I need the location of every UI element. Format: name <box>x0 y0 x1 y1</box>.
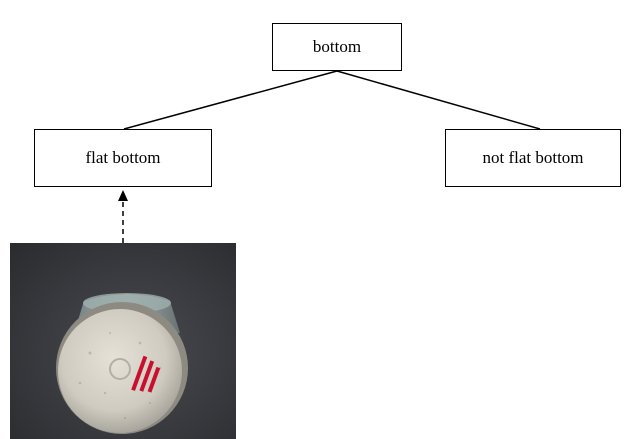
dashed-arrow-head <box>118 190 128 201</box>
edge-root-to-not-flat-bottom <box>336 70 541 130</box>
node-flat-bottom: flat bottom <box>34 129 212 187</box>
node-not-flat-bottom: not flat bottom <box>445 129 621 187</box>
node-flat-bottom-label: flat bottom <box>85 148 161 167</box>
node-not-flat-bottom-label: not flat bottom <box>482 148 584 167</box>
container-bottom-photo <box>10 243 236 439</box>
node-bottom: bottom <box>272 23 402 71</box>
node-bottom-label: bottom <box>312 37 362 56</box>
container-bottom-illustration <box>10 243 236 439</box>
edge-root-to-flat-bottom <box>123 70 338 130</box>
